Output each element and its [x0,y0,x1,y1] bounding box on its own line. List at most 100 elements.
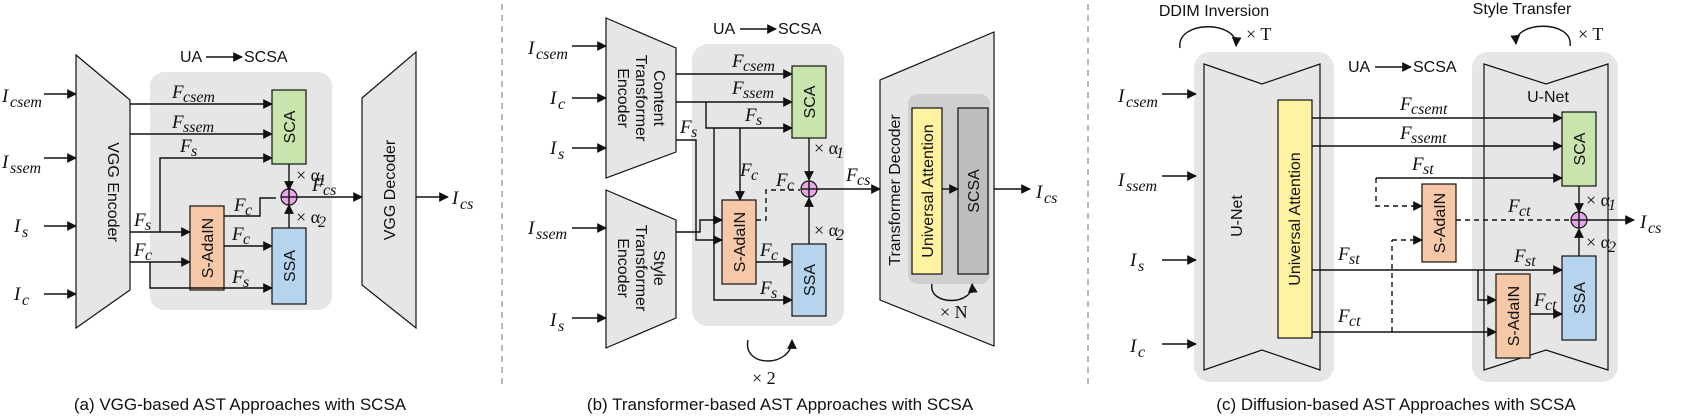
svg-text:ssem: ssem [10,160,41,177]
svg-text:csem: csem [536,46,568,63]
svg-text:c: c [751,167,758,184]
svg-text:F: F [1411,154,1424,175]
svg-text:s: s [771,285,777,302]
repeat-2-loop: × 2 [746,339,797,388]
svg-text:2: 2 [1608,239,1616,256]
sca-block-c [1561,111,1597,187]
svg-text:I: I [13,216,22,237]
svg-text:Style: Style [650,250,667,286]
panel-b: UA SCSA Content Transformer Encoder Styl… [527,17,1057,414]
svg-text:I: I [1,152,10,173]
svg-text:F: F [1399,94,1412,115]
ssa-label-b: SSA [802,264,819,296]
svg-text:F: F [731,78,744,99]
svg-text:F: F [311,175,324,196]
input-icsem-a: I csem [1,86,77,111]
scsa-label-b: SCSA [966,169,983,213]
svg-text:F: F [759,278,772,299]
svg-text:c: c [1138,344,1145,361]
svg-text:I: I [549,138,558,159]
svg-text:F: F [744,105,757,126]
svg-text:cs: cs [857,172,870,189]
vgg-decoder-label: VGG Decoder [382,139,399,240]
svg-text:I: I [1117,170,1126,191]
input-is-a: I s [13,216,77,241]
svg-text:F: F [171,82,184,103]
svg-text:I: I [1129,250,1138,271]
svg-text:c: c [771,247,778,264]
svg-text:× α: × α [296,207,321,227]
input-ic-a: I c [13,284,77,309]
svg-text:F: F [171,112,184,133]
svg-text:F: F [231,224,244,245]
svg-text:ssem: ssem [1126,178,1157,195]
svg-text:c: c [787,177,794,194]
svg-text:s: s [756,112,762,129]
input-issem-a: I ssem [1,152,77,177]
svg-text:csemt: csemt [1411,101,1448,118]
ssa-block-b [791,243,827,317]
svg-text:F: F [845,165,858,186]
svg-text:SCSA: SCSA [1413,59,1457,76]
svg-text:F: F [133,210,146,231]
svg-text:F: F [759,240,772,261]
svg-text:F: F [179,136,192,157]
svg-text:F: F [1533,290,1546,311]
svg-text:csem: csem [743,58,775,75]
svg-text:s: s [145,217,151,234]
svg-text:UA: UA [713,21,736,38]
svg-text:SCSA: SCSA [244,49,288,66]
svg-text:ct: ct [1545,297,1557,314]
style-encoder-label: Style Transformer Encoder [614,225,667,312]
ssa-label-c: SSA [1572,282,1589,314]
sca-label-a: SCA [282,110,299,143]
svg-text:ssem: ssem [183,119,214,136]
svg-text:I: I [1639,212,1648,233]
svg-text:× α: × α [296,165,321,185]
svg-text:cs: cs [323,182,336,199]
svg-text:s: s [243,274,249,291]
sca-block-b [791,65,827,139]
vgg-encoder [75,53,131,330]
svg-text:csem: csem [183,89,215,106]
sca-label-b: SCA [802,85,819,118]
svg-text:Style Transfer: Style Transfer [1473,1,1572,18]
svg-text:Transformer: Transformer [632,55,649,142]
svg-text:F: F [1337,306,1350,327]
svg-text:I: I [549,88,558,109]
sca-label-c: SCA [1572,132,1589,165]
svg-text:s: s [558,318,564,335]
svg-text:1: 1 [1608,197,1616,214]
svg-text:cs: cs [1044,190,1057,207]
svg-text:I: I [527,38,536,59]
svg-text:s: s [691,124,697,141]
svg-text:F: F [679,117,692,138]
caption-a: (a) VGG-based AST Approaches with SCSA [74,395,407,414]
svg-text:UA: UA [1348,59,1371,76]
svg-text:ssemt: ssemt [1411,130,1447,147]
svg-text:ct: ct [1349,313,1361,330]
transformer-decoder-label: Transformer Decoder [887,114,904,266]
sadain-block-c2 [1495,273,1531,359]
svg-text:I: I [527,218,536,239]
sadain-block-a [189,205,225,291]
svg-text:× α: × α [1586,232,1611,252]
sadain-label-b: S-AdaIN [732,212,749,272]
svg-text:F: F [133,240,146,261]
svg-text:ct: ct [1519,203,1531,220]
svg-text:1: 1 [836,145,844,162]
universal-attention-c [1277,99,1313,339]
vgg-encoder-label: VGG Encoder [104,142,121,242]
svg-text:s: s [191,143,197,160]
